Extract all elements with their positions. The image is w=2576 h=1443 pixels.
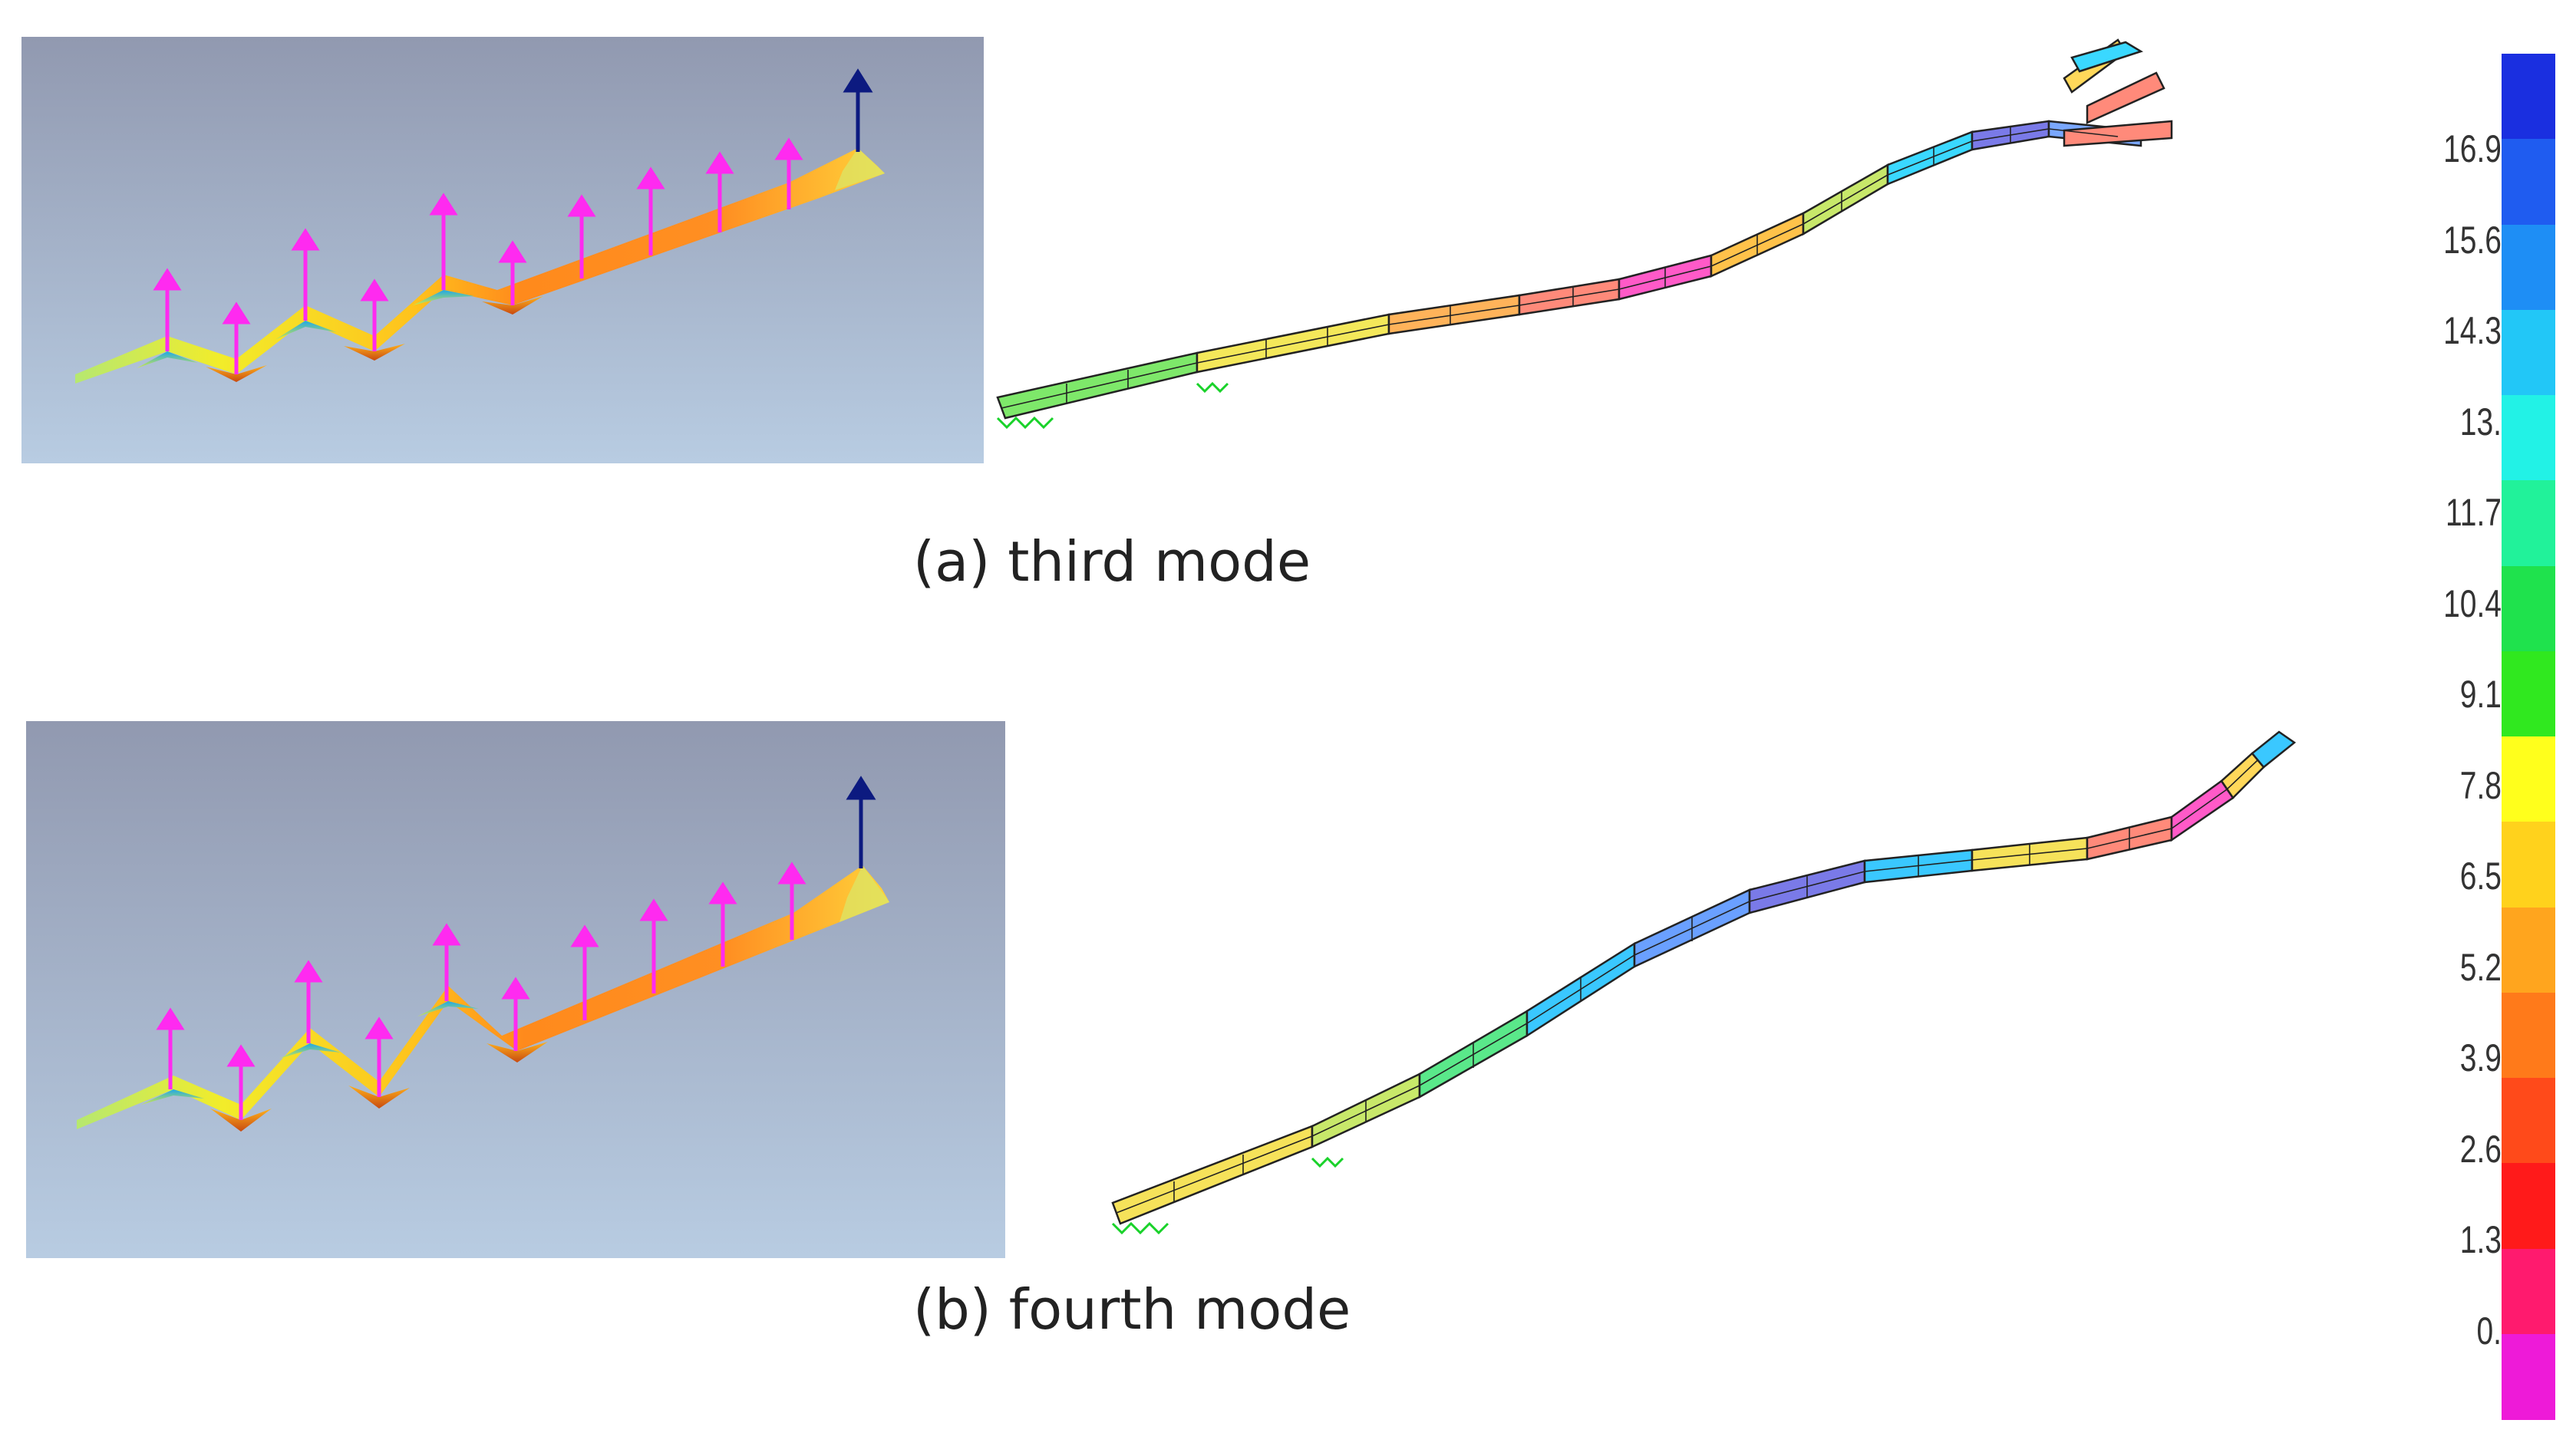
color-legend-segment <box>2502 480 2555 567</box>
mesh-strip <box>1111 730 2297 1225</box>
color-legend-tick-label: 0. <box>2476 1309 2502 1352</box>
support-symbols <box>1111 1156 1344 1235</box>
color-legend-tick-label: 2.6 <box>2459 1127 2502 1171</box>
color-legend-tick-label: 1.3 <box>2459 1218 2502 1261</box>
color-legend-segment <box>2502 907 2555 993</box>
end-arrow <box>843 68 873 152</box>
mesh-strip <box>996 38 2173 420</box>
color-legend-tick-label: 3.9 <box>2459 1036 2502 1079</box>
color-legend-segment <box>2502 1248 2555 1335</box>
color-legend-segment <box>2502 1078 2555 1165</box>
support-symbols <box>996 381 1229 430</box>
mesh-grid-lines <box>1001 126 2119 409</box>
color-legend-tick-label: 6.5 <box>2459 855 2502 898</box>
color-legend-segment <box>2502 822 2555 908</box>
color-legend-tick-label: 5.2 <box>2459 945 2502 989</box>
color-legend-tick-label: 10.4 <box>2443 581 2502 625</box>
fourth-mode-deformed-mesh <box>1111 730 2297 1235</box>
load-arrows <box>153 137 803 374</box>
color-legend-segment <box>2502 651 2555 737</box>
panel-background <box>21 37 984 463</box>
caption-third-mode: (a) third mode <box>913 529 1311 594</box>
color-legend-tick-label: 11.7 <box>2445 491 2502 534</box>
third-mode-load-view <box>21 37 984 463</box>
color-legend-segment <box>2502 1163 2555 1250</box>
mesh-grid-lines <box>1116 759 2258 1214</box>
color-legend-segment <box>2502 992 2555 1079</box>
color-legend-segment <box>2502 139 2555 226</box>
color-legend-segment <box>2502 736 2555 823</box>
color-legend-ticks: 16.9 15.6 14.3 13. 11.7 10.4 9.1 7.8 6.5 5.2 3.9 2.… <box>2333 0 2502 1443</box>
third-mode-deformed-mesh <box>996 38 2173 430</box>
color-legend-segment <box>2502 309 2555 396</box>
end-arrow <box>846 776 876 868</box>
color-legend <box>2502 54 2555 1420</box>
color-legend-segment <box>2502 1333 2555 1420</box>
caption-fourth-mode: (b) fourth mode <box>913 1277 1351 1342</box>
color-legend-tick-label: 15.6 <box>2443 218 2502 262</box>
color-legend-segment <box>2502 565 2555 652</box>
color-legend-segment <box>2502 224 2555 311</box>
load-arrows <box>156 862 806 1120</box>
color-legend-tick-label: 14.3 <box>2443 309 2502 352</box>
color-legend-segment <box>2502 395 2555 482</box>
color-legend-tick-label: 16.9 <box>2443 127 2502 170</box>
color-legend-segments <box>2502 54 2555 1420</box>
color-legend-tick-label: 13. <box>2459 400 2502 443</box>
color-legend-tick-label: 7.8 <box>2459 763 2502 807</box>
color-legend-tick-label: 9.1 <box>2459 673 2502 716</box>
color-legend-segment <box>2502 54 2555 140</box>
fourth-mode-load-view <box>26 721 1005 1258</box>
